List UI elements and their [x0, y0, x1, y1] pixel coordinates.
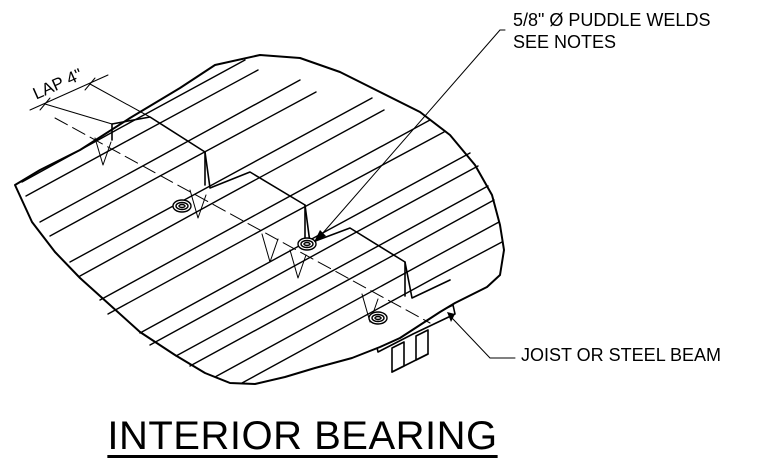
- rib-profile: [289, 249, 307, 279]
- rib-line: [49, 91, 317, 237]
- rib-line: [107, 131, 445, 315]
- rib-line: [139, 152, 471, 334]
- rib-line: [214, 221, 500, 378]
- rib-profile: [94, 137, 112, 166]
- rib-line: [189, 199, 495, 367]
- weld-leader: [314, 29, 506, 242]
- weld-callout-line2: SEE NOTES: [513, 32, 617, 52]
- lap-joint: [111, 116, 451, 299]
- deck-outline: [14, 54, 505, 385]
- arrowhead: [314, 230, 326, 242]
- rib-profile-marks: [94, 137, 379, 323]
- weld-mark: [368, 311, 388, 325]
- lap-dimension: [29, 74, 151, 125]
- beam-web-bottom: [391, 353, 429, 373]
- weld-mark: [172, 199, 192, 213]
- rib-line: [21, 59, 246, 183]
- extension-line: [89, 83, 151, 118]
- rib-line: [39, 79, 301, 223]
- beam-leader: [447, 312, 516, 359]
- rib-line: [175, 185, 489, 357]
- rib-profile: [361, 293, 379, 323]
- extension-line: [44, 103, 113, 125]
- rib-line: [79, 109, 385, 277]
- arrowhead: [447, 312, 455, 322]
- rib-line: [25, 69, 259, 197]
- drawing-title: INTERIOR BEARING: [107, 414, 498, 458]
- support-centerline: [54, 117, 431, 324]
- tick-mark: [39, 97, 51, 111]
- puddle-welds: [172, 199, 388, 325]
- weld-mark: [297, 237, 317, 251]
- dimension-line: [29, 74, 109, 111]
- rib-profile: [189, 189, 207, 219]
- weld-callout-line1: 5/8" Ø PUDDLE WELDS: [513, 10, 711, 30]
- rib-profile: [261, 233, 279, 263]
- beam-callout: JOIST OR STEEL BEAM: [521, 345, 722, 365]
- rib-line: [241, 241, 503, 384]
- rib-line: [99, 119, 431, 301]
- rib-line: [149, 165, 479, 346]
- tick-mark: [84, 77, 96, 91]
